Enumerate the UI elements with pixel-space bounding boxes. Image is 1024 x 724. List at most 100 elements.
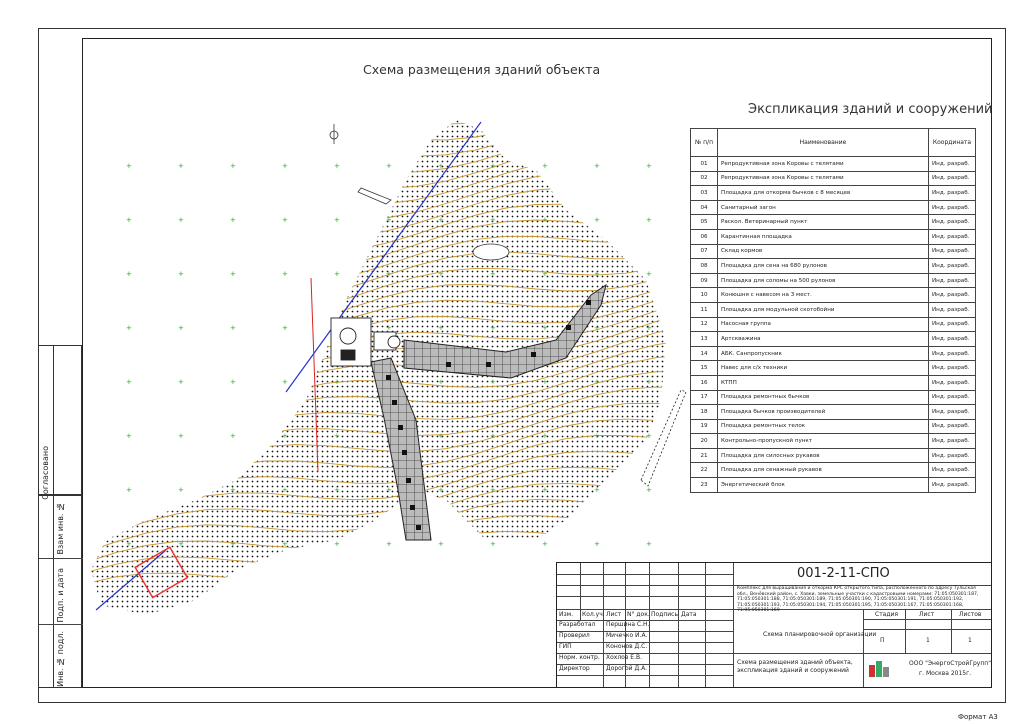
survey-marker: + bbox=[594, 324, 600, 332]
stamp-role: Разработал bbox=[559, 621, 596, 628]
survey-marker: + bbox=[126, 486, 132, 494]
sheets-label: Листов bbox=[959, 611, 982, 618]
side-block-agreed: Согласовано bbox=[38, 345, 82, 500]
sheet-value: 1 bbox=[926, 637, 930, 644]
row-number: 01 bbox=[690, 156, 718, 172]
survey-marker: + bbox=[646, 324, 652, 332]
survey-marker: + bbox=[646, 540, 652, 548]
survey-marker: + bbox=[178, 216, 184, 224]
survey-marker: + bbox=[178, 540, 184, 548]
survey-marker: + bbox=[126, 432, 132, 440]
survey-marker: + bbox=[386, 324, 392, 332]
row-coord: Инд. разраб. bbox=[928, 418, 976, 435]
row-number: 15 bbox=[690, 360, 718, 376]
row-coord: Инд. разраб. bbox=[928, 272, 976, 289]
row-name: Площадка для соломы на 500 рулонов bbox=[717, 272, 929, 289]
survey-marker: + bbox=[438, 162, 444, 170]
stage-value: П bbox=[880, 637, 885, 644]
survey-marker: + bbox=[386, 540, 392, 548]
row-coord: Инд. разраб. bbox=[928, 477, 976, 493]
row-coord: Инд. разраб. bbox=[928, 360, 976, 376]
row-name: Навес для с/х техники bbox=[717, 360, 929, 376]
survey-marker: + bbox=[594, 486, 600, 494]
row-number: 11 bbox=[690, 301, 718, 318]
row-name: Насосная группа bbox=[717, 316, 929, 333]
survey-marker: + bbox=[542, 486, 548, 494]
row-coord: Инд. разраб. bbox=[928, 243, 976, 260]
row-number: 19 bbox=[690, 418, 718, 435]
company-logo bbox=[867, 659, 893, 679]
survey-marker: + bbox=[646, 378, 652, 386]
row-number: 08 bbox=[690, 258, 718, 274]
survey-marker: + bbox=[282, 216, 288, 224]
row-number: 23 bbox=[690, 477, 718, 493]
survey-marker: + bbox=[542, 270, 548, 278]
survey-marker: + bbox=[334, 540, 340, 548]
survey-marker: + bbox=[178, 324, 184, 332]
survey-marker: + bbox=[594, 216, 600, 224]
survey-marker: + bbox=[334, 432, 340, 440]
row-name: Площадка для сенажный рукавов bbox=[717, 462, 929, 479]
row-coord: Инд. разраб. bbox=[928, 433, 976, 449]
row-coord: Инд. разраб. bbox=[928, 170, 976, 187]
row-name: Санитарный загон bbox=[717, 199, 929, 216]
stamp-role: ГИП bbox=[559, 643, 572, 650]
project-description: Комплекс для выращивания и откорма КРС о… bbox=[737, 586, 979, 614]
survey-marker: + bbox=[542, 324, 548, 332]
row-name: Репродуктивная зона Коровы с телятами bbox=[717, 170, 929, 187]
survey-marker: + bbox=[230, 486, 236, 494]
row-name: Площадка бычков производителей bbox=[717, 404, 929, 420]
row-coord: Инд. разраб. bbox=[928, 301, 976, 318]
row-number: 06 bbox=[690, 228, 718, 245]
survey-marker: + bbox=[230, 270, 236, 278]
survey-marker: + bbox=[438, 324, 444, 332]
survey-marker: + bbox=[646, 270, 652, 278]
company-city: г. Москва 2015г. bbox=[919, 670, 972, 677]
survey-marker: + bbox=[178, 162, 184, 170]
row-name: Площадка ремонтных бычков bbox=[717, 389, 929, 406]
row-coord: Инд. разраб. bbox=[928, 447, 976, 464]
title-block: 001-2-11-СПО Комплекс для выращивания и … bbox=[556, 562, 992, 688]
row-name: Карантинная площадка bbox=[717, 228, 929, 245]
col-doc: N° док. bbox=[627, 611, 650, 618]
survey-marker: + bbox=[542, 216, 548, 224]
survey-marker: + bbox=[594, 378, 600, 386]
survey-marker: + bbox=[126, 270, 132, 278]
row-coord: Инд. разраб. bbox=[928, 345, 976, 362]
col-num-header: № п/п bbox=[690, 128, 718, 157]
survey-marker: + bbox=[334, 486, 340, 494]
side-block-inventory: Взам инв. № Подп. и дата Инв. № подл. bbox=[38, 495, 83, 688]
survey-marker: + bbox=[178, 486, 184, 494]
survey-marker: + bbox=[126, 216, 132, 224]
survey-marker: + bbox=[490, 216, 496, 224]
stage-label: Стадия bbox=[875, 611, 899, 618]
survey-marker: + bbox=[490, 270, 496, 278]
survey-marker: + bbox=[126, 378, 132, 386]
survey-marker: + bbox=[282, 270, 288, 278]
drawing-title: Схема размещения зданий объекта bbox=[363, 62, 601, 77]
survey-marker: + bbox=[438, 378, 444, 386]
row-number: 18 bbox=[690, 404, 718, 420]
row-coord: Инд. разраб. bbox=[928, 462, 976, 479]
row-number: 07 bbox=[690, 243, 718, 260]
sign-date-label: Подп. и дата bbox=[56, 568, 65, 623]
survey-marker: + bbox=[282, 378, 288, 386]
survey-marker: + bbox=[334, 270, 340, 278]
survey-marker: + bbox=[542, 432, 548, 440]
row-number: 10 bbox=[690, 287, 718, 303]
survey-marker: + bbox=[282, 162, 288, 170]
row-name: КТПП bbox=[717, 374, 929, 391]
explication-title: Экспликация зданий и сооружений bbox=[748, 102, 993, 117]
row-name: Контрольно-пропускной пункт bbox=[717, 433, 929, 449]
row-coord: Инд. разраб. bbox=[928, 316, 976, 333]
